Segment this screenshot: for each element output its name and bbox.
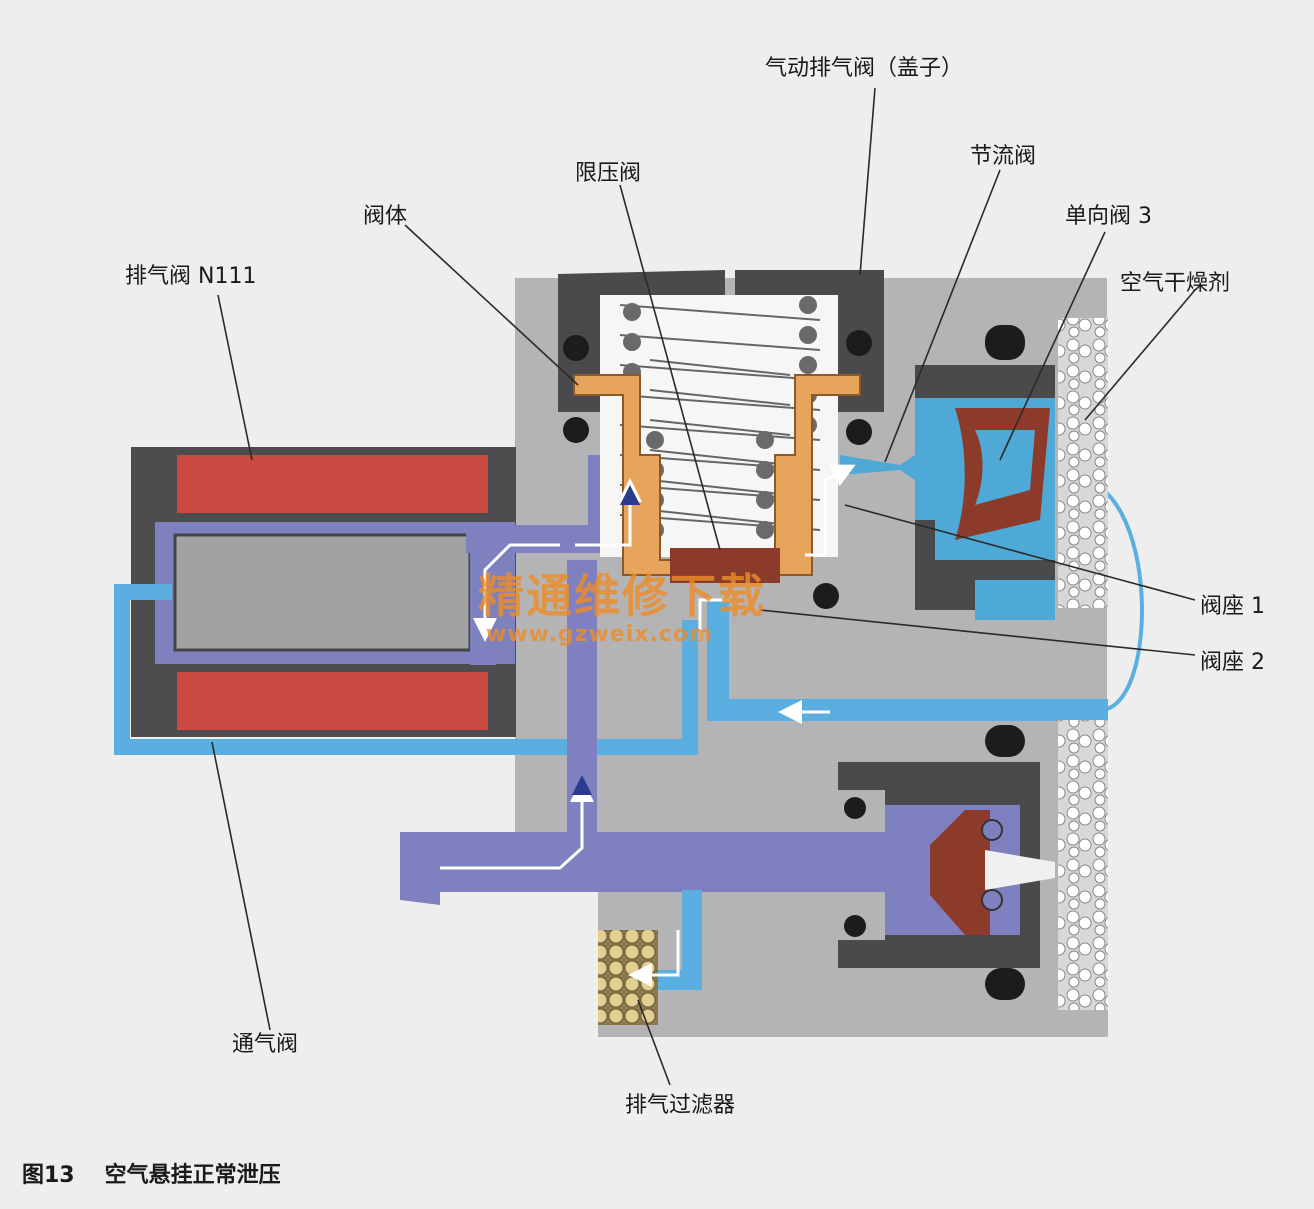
solenoid-coil-top (177, 455, 488, 513)
label-valve-seat-2: 阀座 2 (1200, 650, 1265, 675)
label-check-valve-3: 单向阀 3 (1065, 204, 1152, 229)
pneumatic-exhaust-valve-cap (558, 270, 884, 557)
air-desiccant-bottom (1058, 720, 1108, 1010)
air-desiccant-top (1058, 318, 1108, 608)
pressure-limit-valve (670, 548, 780, 583)
flow-arrows (440, 464, 856, 987)
label-pneumatic-exhaust-valve: 气动排气阀（盖子） (765, 56, 964, 81)
figure-number: 图13 (22, 1163, 75, 1188)
watermark-text: 精通维修下载 (478, 569, 766, 623)
spring (619, 304, 821, 531)
label-vent-valve: 通气阀 (232, 1032, 299, 1057)
figure-caption: 图13 空气悬挂正常泄压 (22, 1157, 311, 1189)
exhaust-filter (598, 930, 658, 1025)
label-valve-body: 阀体 (363, 204, 408, 229)
label-valve-seat-1: 阀座 1 (1200, 594, 1265, 619)
lower-check-valve (838, 762, 1055, 968)
label-exhaust-valve-n111: 排气阀 N111 (125, 264, 257, 289)
solenoid-armature (173, 533, 472, 652)
vent-channel (114, 584, 698, 755)
valve-body-orange (573, 374, 861, 583)
label-throttle-valve: 节流阀 (970, 144, 1037, 169)
solenoid-exhaust-valve-n111 (131, 447, 516, 737)
check-valve-3-assembly (915, 365, 1055, 620)
figure-title: 空气悬挂正常泄压 (104, 1163, 281, 1188)
watermark-url: www.gzweix.com (486, 622, 713, 647)
solenoid-coil-bottom (177, 672, 488, 730)
label-air-desiccant: 空气干燥剂 (1120, 271, 1231, 296)
throttle-valve (840, 455, 915, 480)
label-exhaust-filter: 排气过滤器 (625, 1093, 736, 1118)
label-pressure-limit-valve: 限压阀 (575, 161, 642, 186)
leader-lines (211, 87, 1196, 1086)
flow-arrowheads (572, 485, 640, 795)
